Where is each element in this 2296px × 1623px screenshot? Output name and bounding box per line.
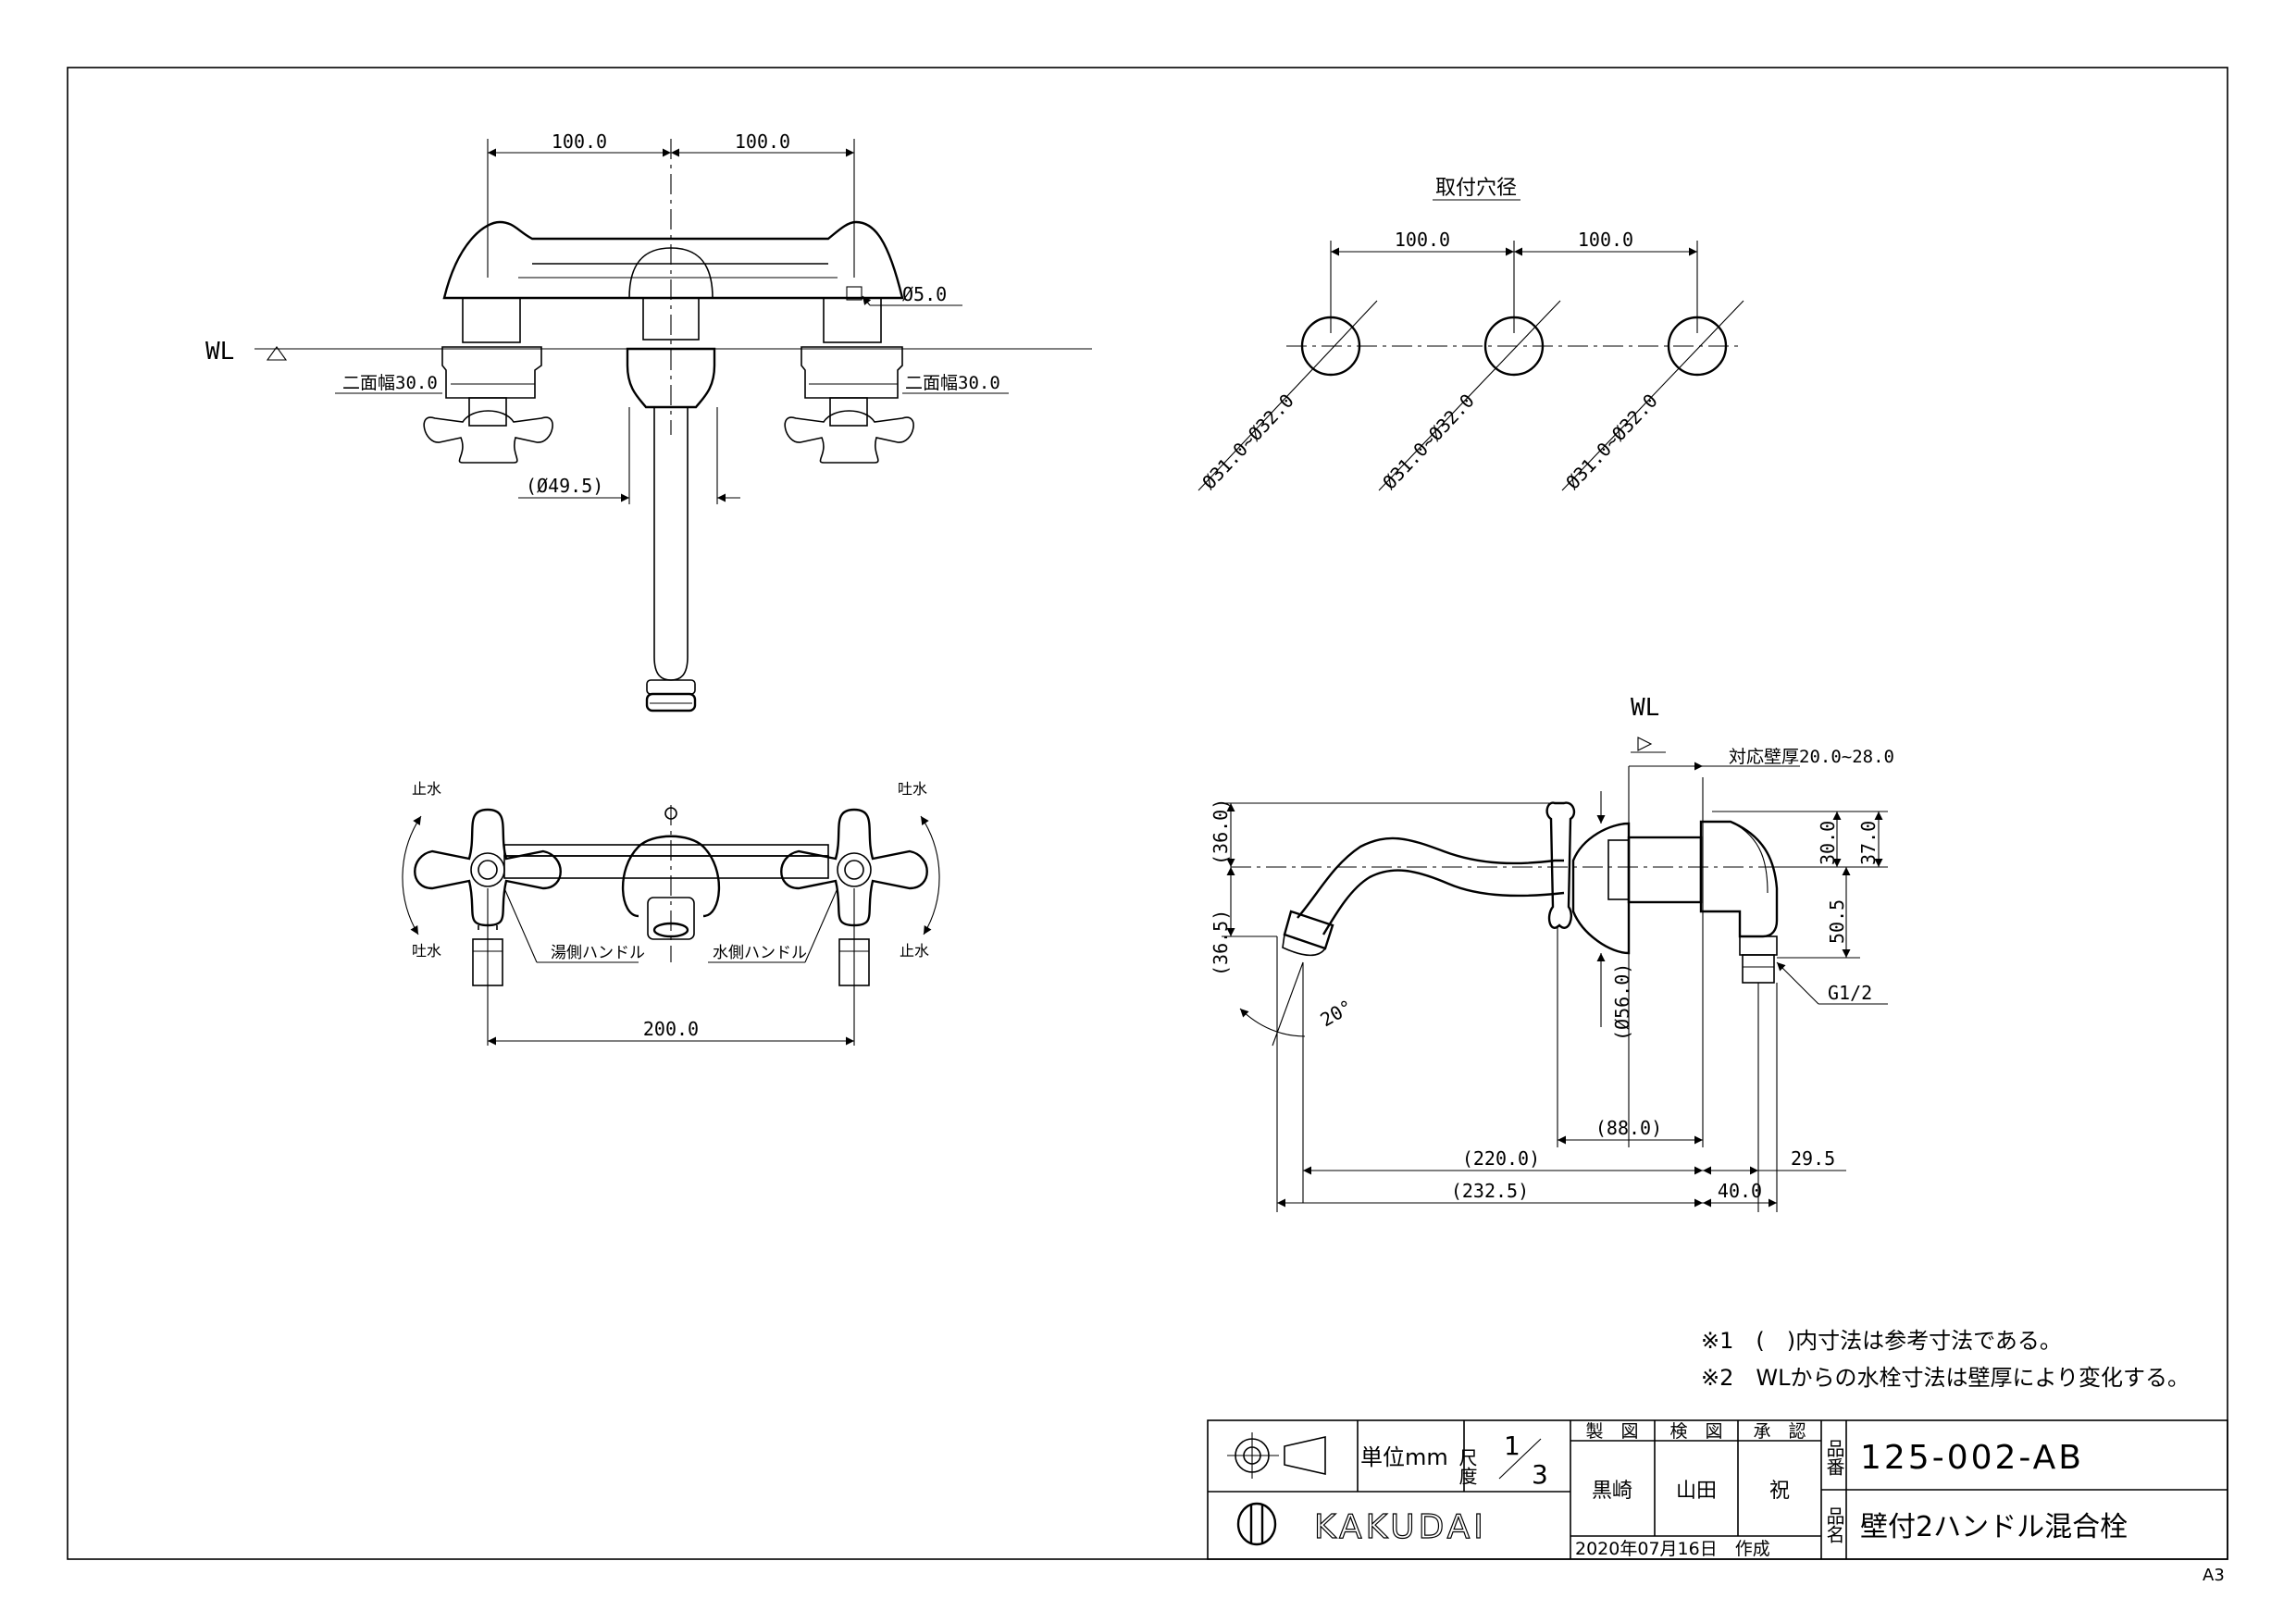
hole-spacing-left: 100.0 [1395, 229, 1450, 251]
flat-width-right: 二面幅30.0 [905, 373, 1000, 393]
wl-label-side: WL [1631, 694, 1659, 722]
dim-29-5: 29.5 [1791, 1147, 1835, 1170]
checked-by: 山田 [1676, 1480, 1717, 1503]
side-view: WL 対応壁厚20.0~28.0 (36.5) (3 [1210, 694, 1894, 1212]
dim-36-0: (36.0) [1210, 799, 1232, 865]
approved-by: 祝 [1769, 1480, 1790, 1503]
dim-36-5: (36.5) [1210, 910, 1232, 976]
cold-handle-label: 水側ハンドル [713, 944, 807, 962]
flow-label-left: 吐水 [412, 942, 441, 960]
mount-hole-center [1483, 316, 1545, 377]
title-block: 単位mm 尺度 1 3 製 図 検 図 承 認 黒崎 山田 祝 2020年07月… [1207, 1419, 2228, 1560]
dim-88: (88.0) [1595, 1117, 1662, 1139]
logo-text: KAKUDAI [1314, 1508, 1487, 1546]
dim-37: 37.0 [1857, 821, 1880, 865]
wall-thickness-label: 対応壁厚20.0~28.0 [1729, 747, 1894, 767]
width-dim-label: 200.0 [643, 1018, 699, 1040]
note-1: ※1 ( )内寸法は参考寸法である。 [1701, 1328, 2062, 1354]
hole-dia-label-2: Ø31.0~Ø32.0 [1378, 390, 1479, 494]
made-label: 製 図 [1585, 1421, 1638, 1442]
approve-label: 承 認 [1753, 1421, 1806, 1442]
part-no: 125-002-AB [1860, 1439, 2084, 1477]
wl-label-front: WL [205, 338, 234, 365]
hole-spacing-right: 100.0 [1578, 229, 1633, 251]
dim-30: 30.0 [1817, 821, 1839, 865]
dim-100-right: 100.0 [735, 130, 790, 153]
sheet-border [67, 67, 2228, 1560]
dim-50-5: 50.5 [1826, 899, 1848, 944]
hole-dia-label: Ø5.0 [902, 283, 947, 305]
part-name: 壁付2ハンドル混合栓 [1860, 1511, 2128, 1543]
spout-dia-label: (Ø49.5) [526, 475, 603, 497]
flat-width-left: 二面幅30.0 [342, 373, 438, 393]
scale-label: 尺度 [1456, 1448, 1478, 1485]
hole-dia-label-3: Ø31.0~Ø32.0 [1561, 390, 1662, 494]
part-name-label: 品名 [1823, 1506, 1845, 1543]
dim-angle: 20° [1317, 995, 1357, 1031]
hot-handle-label: 湯側ハンドル [551, 944, 645, 962]
hole-dia-label-1: Ø31.0~Ø32.0 [1198, 390, 1298, 494]
dim-232-5: (232.5) [1451, 1180, 1529, 1202]
scale-denominator: 3 [1532, 1459, 1548, 1490]
dim-40: 40.0 [1718, 1180, 1762, 1202]
mount-hole-left [1300, 316, 1361, 377]
front-view: 100.0 100.0 WL Ø5.0 二面幅30.0 二面幅30.0 [205, 130, 1092, 712]
scale-numerator: 1 [1504, 1431, 1520, 1461]
check-label: 検 図 [1669, 1421, 1722, 1442]
mount-hole-title: 取付穴径 [1435, 177, 1517, 200]
note-2: ※2 WLからの水栓寸法は壁厚により変化する。 [1701, 1365, 2190, 1391]
dim-dia-56: (Ø56.0) [1611, 963, 1633, 1041]
sheet-size: A3 [2203, 1566, 2225, 1585]
dim-100-left: 100.0 [552, 130, 607, 153]
unit-label: 単位mm [1360, 1444, 1448, 1470]
made-by: 黒崎 [1592, 1480, 1632, 1503]
part-no-label: 品番 [1823, 1439, 1845, 1476]
flow-label-right: 吐水 [898, 780, 927, 798]
thread-label: G1/2 [1828, 982, 1872, 1004]
plan-view: 止水 吐水 止水 吐水 湯側ハンドル 水側ハンドル 200.0 [402, 780, 940, 1046]
stop-label-left: 止水 [412, 780, 441, 798]
projection-symbol-icon [1227, 1432, 1326, 1479]
mount-hole-right [1667, 316, 1728, 377]
dim-220: (220.0) [1462, 1147, 1540, 1170]
mount-hole-view: 取付穴径 100.0 100.0 Ø31.0~Ø32.0 Ø31.0~Ø32.0… [1198, 177, 1744, 493]
notes: ※1 ( )内寸法は参考寸法である。 ※2 WLからの水栓寸法は壁厚により変化す… [1701, 1328, 2190, 1391]
stop-label-right: 止水 [900, 942, 929, 960]
drawing-date: 2020年07月16日 作成 [1575, 1539, 1770, 1559]
kakudai-logo: KAKUDAI [1236, 1502, 1487, 1547]
